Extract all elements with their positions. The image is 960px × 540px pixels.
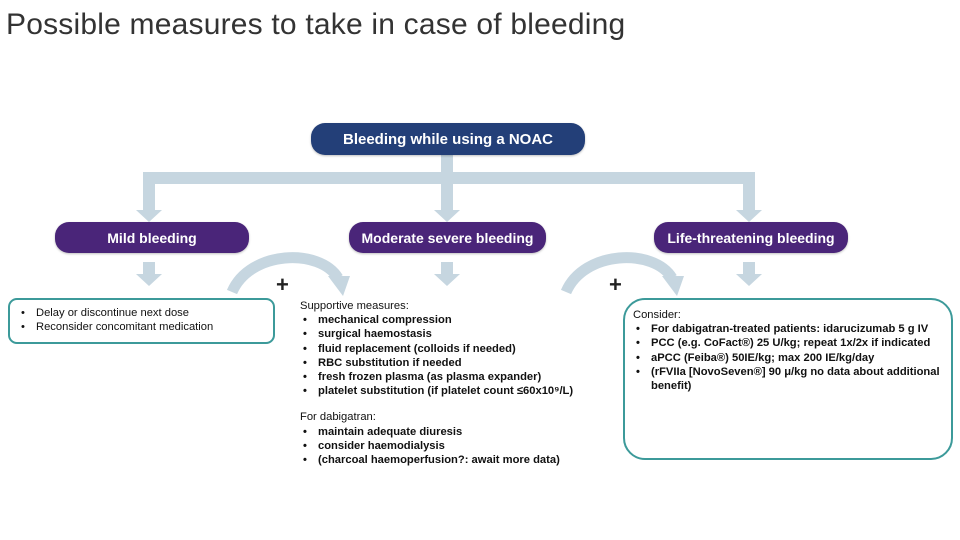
dabigatran-heading: For dabigatran: [300, 411, 376, 424]
consider-item: (rFVIIa [NovoSeven®] 90 μ/kg no data abo… [633, 365, 947, 393]
connector-below-moderate-arrow [434, 274, 460, 286]
connector-horizontal-bar [143, 172, 755, 184]
mild-item: Delay or discontinue next dose [18, 306, 273, 320]
consider-item: PCC (e.g. CoFact®) 25 U/kg; repeat 1x/2x… [633, 336, 947, 350]
connector-drop-moderate [441, 184, 453, 214]
dabigatran-item: consider haemodialysis [300, 439, 600, 453]
root-node-noac: Bleeding while using a NOAC [311, 123, 585, 155]
connector-arrow-life [736, 210, 762, 222]
supportive-item: surgical haemostasis [300, 327, 600, 341]
category-moderate-severe-bleeding: Moderate severe bleeding [349, 222, 546, 253]
mild-item: Reconsider concomitant medication [18, 320, 273, 334]
supportive-item: fresh frozen plasma (as plasma expander) [300, 370, 600, 384]
moderate-measures: Supportive measures: mechanical compress… [300, 299, 600, 467]
connector-arrow-mild [136, 210, 162, 222]
connector-drop-mild [143, 172, 155, 214]
plus-sign-1: + [276, 272, 289, 297]
connector-below-mild [143, 262, 155, 276]
connector-below-mild-arrow [136, 274, 162, 286]
supportive-heading: Supportive measures: [300, 300, 409, 312]
dabigatran-item: (charcoal haemoperfusion?: await more da… [300, 453, 600, 467]
page-title: Possible measures to take in case of ble… [6, 8, 626, 41]
consider-heading: Consider: [633, 309, 681, 321]
curved-arrowhead-1 [328, 276, 350, 296]
category-mild-bleeding: Mild bleeding [55, 222, 249, 253]
supportive-item: fluid replacement (colloids if needed) [300, 342, 600, 356]
supportive-item: mechanical compression [300, 313, 600, 327]
dabigatran-item: maintain adequate diuresis [300, 425, 600, 439]
curved-arrow-moderate-to-life [560, 252, 677, 295]
consider-item: For dabigatran-treated patients: idaruci… [633, 322, 947, 336]
connector-below-life [743, 262, 755, 276]
life-threatening-measures-box: Consider: For dabigatran-treated patient… [623, 298, 953, 460]
connector-below-moderate [441, 262, 453, 276]
supportive-item: RBC substitution if needed [300, 356, 600, 370]
connector-arrow-moderate [434, 210, 460, 222]
consider-item: aPCC (Feiba®) 50IE/kg; max 200 IE/kg/day [633, 351, 947, 365]
plus-sign-2: + [609, 272, 622, 297]
category-life-threatening-bleeding: Life-threatening bleeding [654, 222, 848, 253]
supportive-item: platelet substitution (if platelet count… [300, 384, 600, 398]
curved-arrowhead-2 [662, 276, 684, 296]
mild-measures-box: Delay or discontinue next dose Reconside… [8, 298, 275, 344]
connector-drop-life [743, 172, 755, 214]
curved-arrow-mild-to-moderate [226, 252, 343, 295]
connector-below-life-arrow [736, 274, 762, 286]
